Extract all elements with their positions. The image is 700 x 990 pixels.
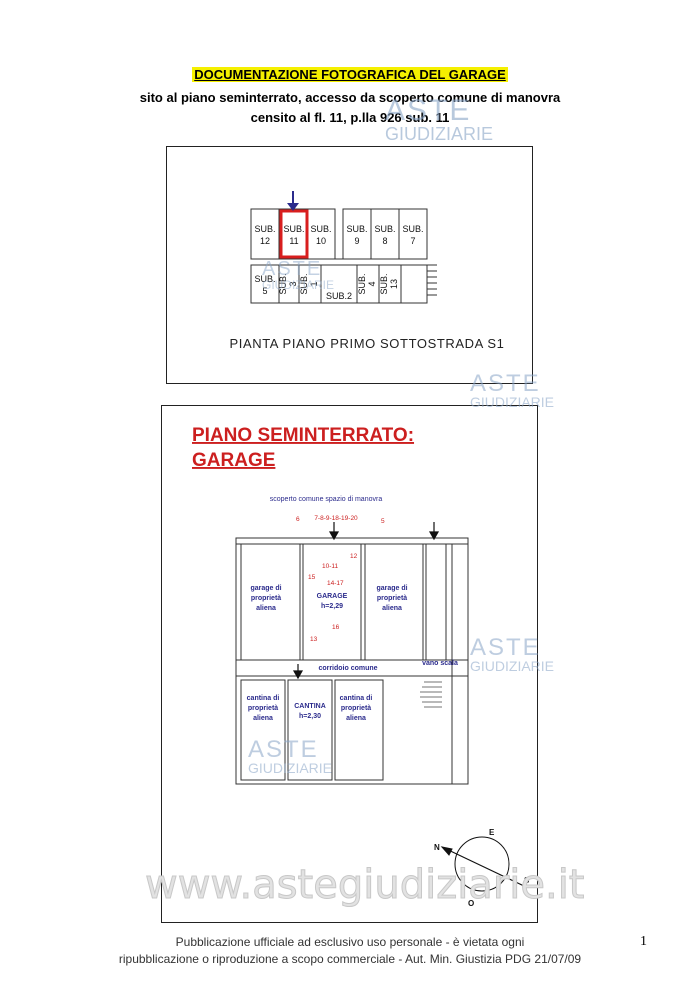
floor-plan-s1: SUB.12 SUB.11 SUB.10 SUB.9 SUB.8 SUB.7 S… [166,146,533,384]
sub2-label: SUB.2 [326,291,352,301]
sub3-label: SUB.3 [278,273,298,294]
watermark-aste-2: ASTE GIUDIZIARIE [470,370,555,410]
sub8-label: SUB.8 [374,224,395,246]
plan2-title-2: GARAGE [192,450,275,471]
sub-11-highlight [279,209,309,259]
sub-11-frame [278,208,308,260]
watermark-site: www.astegiudiziarie.it [145,862,585,909]
photo-7-20: 7-8-9-18-19-20 [314,515,358,522]
photo-13: 13 [310,636,318,643]
photo-6: 6 [296,516,300,523]
sub5-label: SUB.5 [254,274,275,296]
watermark-aste-1: ASTE GIUDIZIARIE [385,94,494,144]
sub9-label: SUB.9 [346,224,367,246]
compass-n: N [434,843,440,852]
floor-plan-seminterrato-drawing: PIANO SEMINTERRATO: GARAGE scoperto comu… [192,425,530,908]
document-title: DOCUMENTAZIONE FOTOGRAFICA DEL GARAGE [0,67,700,82]
plan1-caption: PIANTA PIANO PRIMO SOTTOSTRADA S1 [229,336,504,351]
compass-s: S [524,876,530,885]
watermark-aste-4: ASTE GIUDIZIARIE [248,736,333,776]
photo-14-17: 14-17 [327,580,344,587]
floor-plan-s1-drawing: SUB.12 SUB.11 SUB.10 SUB.9 SUB.8 SUB.7 S… [229,191,504,351]
watermark-aste-5: ASTE GIUDIZIARIE [262,258,335,292]
subtitle-location: sito al piano seminterrato, accesso da s… [139,90,561,105]
footer-line-1: Pubblicazione ufficiale ad esclusivo uso… [175,935,525,949]
compass [440,836,525,892]
sub4-label: SUB.4 [357,273,377,294]
floor-plan-seminterrato: PIANO SEMINTERRATO: GARAGE scoperto comu… [161,405,538,923]
sub7-label: SUB.7 [402,224,423,246]
compass-e: E [489,828,495,837]
photo-10-11: 10-11 [322,563,339,570]
sub-11-arrowhead [287,203,299,211]
sub10-label: SUB.10 [310,224,331,246]
sub11-label: SUB.11 [283,224,304,246]
sub13-label: SUB.13 [379,273,399,294]
photo-15: 15 [308,574,316,581]
footer-line-2: ripubblicazione o riproduzione a scopo c… [118,952,582,966]
photo-16: 16 [332,624,340,631]
scoperto-label: scoperto comune spazio di manovra [270,496,383,503]
corridoio-label: corridoio comune [318,665,377,672]
photo-12: 12 [350,553,358,560]
plan2-title-1: PIANO SEMINTERRATO: [192,425,414,446]
compass-o: O [468,899,474,908]
watermark-aste-3: ASTE GIUDIZIARIE [470,634,555,674]
title-highlight: DOCUMENTAZIONE FOTOGRAFICA DEL GARAGE [192,67,508,82]
page-number: 1 [640,934,647,949]
sub12-label: SUB.12 [254,224,275,246]
subtitle-cadastral: censito al fl. 11, p.lla 926 sub. 11 [250,110,450,125]
sub1-label: SUB.1 [299,273,319,294]
photo-5: 5 [381,518,385,525]
vano-scala-label: vano scala [422,660,458,667]
